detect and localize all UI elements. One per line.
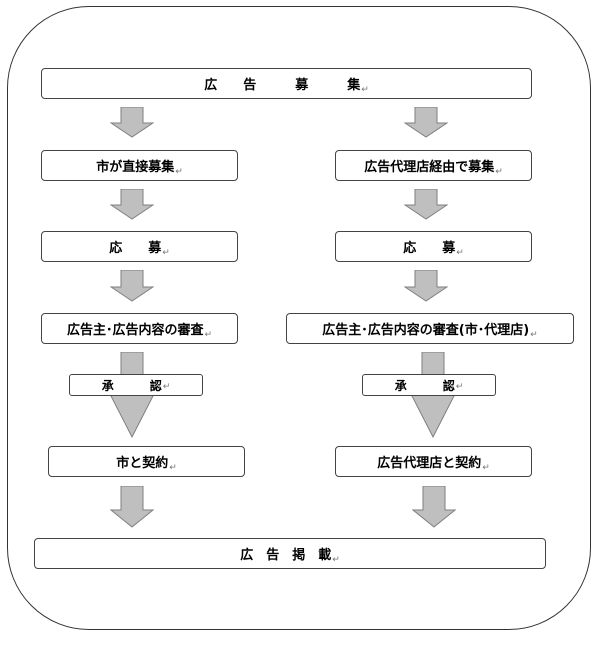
left-approval-box: 承 認↵: [69, 374, 203, 396]
title-box: 広 告 募 集↵: [41, 68, 532, 99]
down-arrow-icon: [110, 270, 154, 302]
return-mark: ↵: [162, 248, 170, 258]
final-box: 広 告 掲 載↵: [34, 538, 546, 569]
right-step4-text: 広告代理店と契約: [377, 456, 482, 471]
return-mark: ↵: [530, 330, 538, 340]
right-step2-text: 応 募: [403, 241, 456, 256]
right-step1-text: 広告代理店経由で募集: [364, 160, 495, 175]
down-arrow-icon: [110, 189, 154, 220]
right-step3-box: 広告主･広告内容の審査(市･代理店)↵: [286, 313, 574, 344]
left-step3-box: 広告主･広告内容の審査↵: [41, 313, 238, 344]
return-mark: ↵: [175, 167, 183, 177]
return-mark: ↵: [455, 382, 464, 392]
return-mark: ↵: [204, 330, 213, 340]
down-arrow-icon: [404, 189, 448, 220]
return-mark: ↵: [456, 248, 464, 258]
right-step1-box: 広告代理店経由で募集↵: [335, 150, 532, 181]
return-mark: ↵: [495, 167, 503, 177]
left-step1-box: 市が直接募集↵: [41, 150, 238, 181]
left-step2-text: 応 募: [109, 241, 162, 256]
down-arrow-icon: [412, 486, 456, 528]
return-mark: ↵: [332, 555, 340, 565]
right-approval-box: 承 認↵: [362, 374, 496, 396]
left-step4-text: 市と契約: [116, 456, 169, 471]
left-step3-text: 広告主･広告内容の審査: [66, 323, 204, 338]
down-arrow-icon: [110, 486, 154, 528]
down-arrow-icon: [110, 107, 154, 138]
down-arrow-icon: [404, 270, 448, 302]
right-step4-box: 広告代理店と契約↵: [335, 446, 532, 477]
return-mark: ↵: [482, 463, 490, 473]
left-approval-text: 承 認: [101, 378, 162, 393]
right-step2-box: 応 募↵: [335, 231, 532, 262]
left-step2-box: 応 募↵: [41, 231, 238, 262]
right-approval-text: 承 認: [394, 378, 455, 393]
right-step3-text: 広告主･広告内容の審査(市･代理店): [322, 323, 530, 338]
return-mark: ↵: [169, 463, 177, 473]
down-arrow-icon: [404, 107, 448, 138]
final-text: 広 告 掲 載: [240, 548, 332, 563]
return-mark: ↵: [162, 382, 171, 392]
title-text: 広 告 募 集: [204, 78, 361, 93]
return-mark: ↵: [361, 85, 369, 95]
left-step4-box: 市と契約↵: [48, 446, 245, 477]
left-step1-text: 市が直接募集: [96, 160, 175, 175]
